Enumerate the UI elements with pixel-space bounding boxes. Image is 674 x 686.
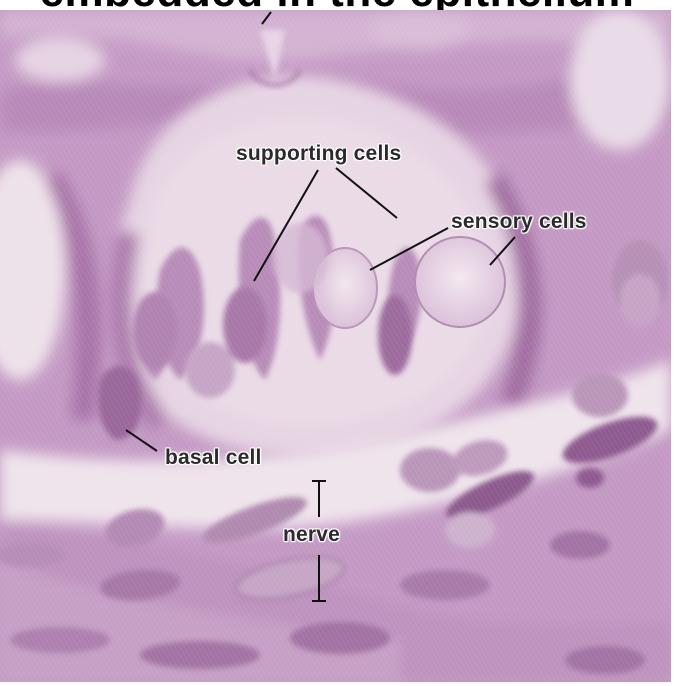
- figure-title: embedded in the epithelium: [0, 0, 674, 14]
- leader-lines: [125, 11, 516, 602]
- right-border: [671, 10, 674, 686]
- label-sensory-cells: sensory cells: [451, 210, 587, 233]
- taste-bud-micrograph: supporting cells sensory cells basal cel…: [0, 10, 671, 682]
- histology-background: [0, 10, 671, 682]
- label-supporting-cells: supporting cells: [236, 142, 402, 165]
- label-nerve: nerve: [283, 523, 341, 546]
- bottom-border: [0, 682, 674, 686]
- label-basal-cell: basal cell: [165, 446, 262, 469]
